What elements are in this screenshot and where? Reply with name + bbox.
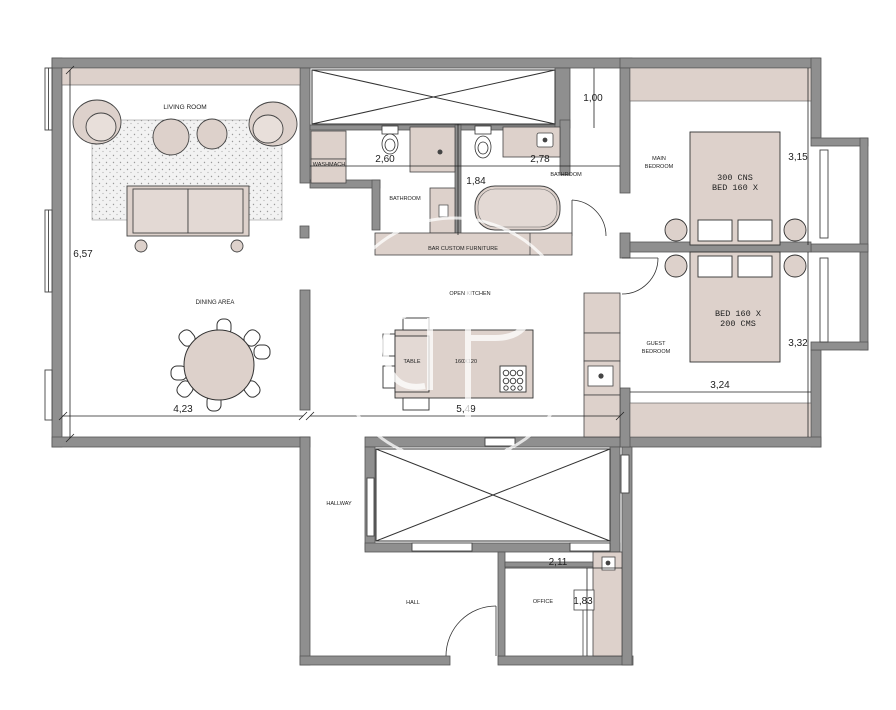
vanity-main bbox=[502, 126, 561, 158]
guest-bed-line2: 200 CMS bbox=[720, 319, 756, 329]
armchair-left bbox=[72, 99, 122, 145]
table-label: TABLE bbox=[403, 359, 420, 365]
entrance-door bbox=[445, 605, 497, 657]
dim-332: 3,32 bbox=[788, 338, 808, 349]
washmach-area bbox=[310, 130, 347, 184]
dim-315: 3,15 bbox=[788, 152, 808, 163]
coffee-table-small bbox=[196, 118, 228, 150]
bathroom-small-label: BATHROOM bbox=[389, 196, 421, 202]
office-desk bbox=[573, 551, 623, 657]
vanity-small bbox=[409, 126, 456, 173]
void-hallway bbox=[375, 448, 611, 542]
dim-184: 1,84 bbox=[466, 176, 486, 187]
dim-657: 6,57 bbox=[73, 249, 93, 260]
void-top bbox=[311, 69, 556, 125]
guest-bed-line1: BED 160 X bbox=[715, 309, 761, 319]
office-label: OFFICE bbox=[533, 599, 553, 605]
main-bed bbox=[664, 131, 807, 246]
dining-table bbox=[170, 318, 271, 412]
toilet-right-icon bbox=[474, 125, 492, 159]
hall-label: HALL bbox=[406, 600, 420, 606]
dim-324: 3,24 bbox=[710, 380, 730, 391]
dim-183: 1,83 bbox=[573, 596, 593, 607]
sofa bbox=[126, 185, 250, 253]
dim-423: 4,23 bbox=[173, 404, 193, 415]
living-room-label: LIVING ROOM bbox=[163, 104, 206, 111]
dining-area-label: DINING AREA bbox=[196, 300, 235, 306]
main-bedroom-label-2: BEDROOM bbox=[645, 164, 674, 170]
dim-211: 2,11 bbox=[549, 557, 568, 568]
armchair-right bbox=[248, 101, 298, 147]
toilet-left-icon bbox=[381, 125, 399, 155]
bathroom-main-label: BATHROOM bbox=[550, 172, 582, 178]
living-shelf bbox=[61, 67, 301, 86]
main-bed-line1: 300 CNS bbox=[717, 173, 753, 183]
main-bed-line2: BED 160 X bbox=[712, 183, 758, 193]
guest-bedroom-door bbox=[621, 257, 659, 295]
hallway-label: HALLWAY bbox=[326, 501, 352, 507]
bathtub-inner bbox=[477, 188, 558, 228]
sink-small-icon bbox=[437, 149, 443, 155]
kitchen-counter bbox=[583, 292, 621, 438]
coffee-table-large bbox=[152, 118, 190, 156]
washmach-label: WASHMACH bbox=[313, 162, 346, 168]
dim-260: 2,60 bbox=[375, 154, 395, 165]
bathroom-door bbox=[571, 199, 607, 237]
guest-bed bbox=[664, 251, 807, 363]
guest-bedroom-label-1: GUEST bbox=[647, 341, 667, 347]
shower-drain-icon bbox=[438, 204, 449, 218]
watermark-logo bbox=[330, 216, 578, 464]
main-bedroom-label-1: MAIN bbox=[652, 156, 666, 162]
main-bedroom-wardrobe bbox=[629, 67, 812, 102]
dimension-lines bbox=[58, 65, 811, 656]
guest-bedroom-wardrobe bbox=[629, 402, 812, 438]
bar-label: BAR CUSTOM FURNITURE bbox=[428, 246, 498, 252]
dim-100: 1,00 bbox=[583, 93, 603, 104]
guest-bedroom-label-2: BEDROOM bbox=[642, 349, 671, 355]
dim-278: 2,78 bbox=[530, 154, 550, 165]
